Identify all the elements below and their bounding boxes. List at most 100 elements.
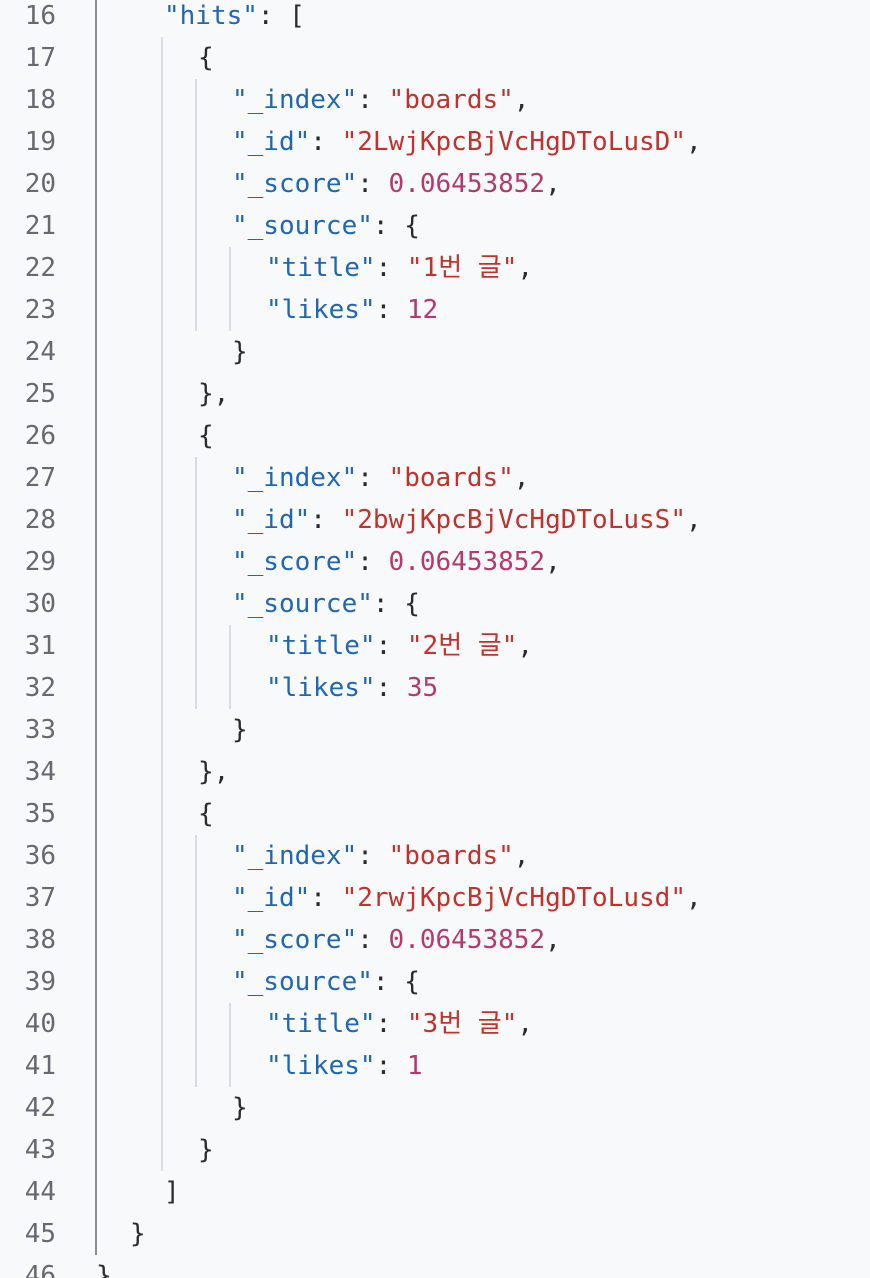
- json-punctuation: :: [357, 925, 389, 955]
- line-number: 20: [24, 169, 56, 199]
- json-punctuation: : {: [372, 967, 420, 997]
- line-number: 31: [24, 631, 56, 661]
- code-text: "_index": "boards",: [232, 835, 529, 877]
- json-string: "boards": [388, 841, 514, 871]
- line-number: 34: [24, 757, 56, 787]
- code-line: 29"_score": 0.06453852,: [0, 541, 870, 583]
- code-line: 45}: [0, 1213, 870, 1255]
- json-punctuation: ,: [545, 925, 561, 955]
- json-string: "boards": [388, 85, 514, 115]
- code-text: "hits": [: [164, 0, 305, 37]
- json-punctuation: {: [198, 43, 214, 73]
- json-string: "2번 글": [406, 631, 518, 661]
- code-text: },: [198, 373, 229, 415]
- code-line: 39"_source": {: [0, 961, 870, 1003]
- line-number: 25: [24, 379, 56, 409]
- json-punctuation: ,: [545, 169, 561, 199]
- json-punctuation: ,: [513, 463, 530, 493]
- json-punctuation: }: [96, 1261, 112, 1278]
- code-text: }: [232, 1087, 248, 1129]
- code-line: 21 "_source": {: [0, 205, 870, 247]
- code-text: "_index": "boards",: [232, 79, 529, 121]
- code-text: }: [232, 709, 248, 751]
- json-key: "_score": [232, 925, 358, 955]
- indent-guide-hits: [161, 37, 163, 1171]
- json-punctuation: {: [198, 421, 214, 451]
- json-punctuation: {: [198, 799, 214, 829]
- json-punctuation: }: [198, 1135, 214, 1165]
- code-line: 23 "likes": 12: [0, 289, 870, 331]
- json-punctuation: ,: [513, 85, 530, 115]
- line-number: 23: [24, 295, 56, 325]
- json-key: "_index": [232, 463, 358, 493]
- json-punctuation: }: [232, 337, 248, 367]
- line-number: 46: [24, 1261, 56, 1278]
- code-text: },: [198, 751, 229, 793]
- json-string: "2bwjKpcBjVcHgDToLusS": [341, 505, 686, 535]
- json-punctuation: }: [130, 1219, 146, 1249]
- code-line: 24}: [0, 331, 870, 373]
- line-number: 42: [24, 1093, 56, 1123]
- json-punctuation: }: [232, 1093, 248, 1123]
- code-text: "_source": {: [232, 961, 420, 1003]
- json-punctuation: :: [357, 463, 389, 493]
- indent-guide-source: [229, 1003, 231, 1087]
- json-key: "likes": [266, 295, 376, 325]
- code-line: 33}: [0, 709, 870, 751]
- json-key: "_index": [232, 85, 358, 115]
- json-punctuation: },: [198, 757, 230, 787]
- code-text: "_source": {: [232, 205, 420, 247]
- indent-guide-source: [229, 247, 231, 331]
- code-line: 46}: [0, 1255, 870, 1278]
- line-number: 29: [24, 547, 56, 577]
- code-line: 22 "title": "1번 글",: [0, 247, 870, 289]
- code-line: 30"_source": {: [0, 583, 870, 625]
- code-line: 18"_index": "boards",: [0, 79, 870, 121]
- json-punctuation: ,: [517, 1009, 534, 1039]
- json-punctuation: :: [375, 631, 407, 661]
- json-string: "2rwjKpcBjVcHgDToLusd": [341, 883, 686, 913]
- json-key: "_source": [232, 211, 373, 241]
- json-number: 1: [406, 1051, 423, 1081]
- json-punctuation: :: [357, 85, 389, 115]
- code-text: "_score": 0.06453852,: [232, 919, 561, 961]
- json-punctuation: :: [375, 1051, 407, 1081]
- line-number: 21: [24, 211, 56, 241]
- line-number: 43: [24, 1135, 56, 1165]
- indent-guide-object: [195, 457, 197, 709]
- json-key: "_source": [232, 967, 373, 997]
- line-number: 44: [24, 1177, 56, 1207]
- json-punctuation: :: [357, 841, 389, 871]
- line-number: 38: [24, 925, 56, 955]
- code-text: {: [198, 415, 214, 457]
- json-punctuation: :: [310, 505, 342, 535]
- code-text: "likes": 12: [266, 289, 438, 331]
- line-number: 27: [24, 463, 56, 493]
- json-punctuation: }: [232, 715, 248, 745]
- code-text: "_score": 0.06453852,: [232, 163, 561, 205]
- json-punctuation: : {: [372, 211, 420, 241]
- indent-guide-object: [195, 79, 197, 331]
- code-text: "likes": 35: [266, 667, 438, 709]
- code-line: 38 "_score": 0.06453852,: [0, 919, 870, 961]
- json-punctuation: : [: [257, 1, 305, 31]
- code-text: {: [198, 793, 214, 835]
- code-text: "_source": {: [232, 583, 420, 625]
- code-text: "title": "3번 글",: [266, 1003, 533, 1045]
- code-line: 42}: [0, 1087, 870, 1129]
- code-text: }: [198, 1129, 214, 1171]
- json-punctuation: :: [357, 169, 389, 199]
- code-text: }: [130, 1213, 146, 1255]
- line-number: 28: [24, 505, 56, 535]
- line-number: 17: [24, 43, 56, 73]
- code-line: 20 "_score": 0.06453852,: [0, 163, 870, 205]
- line-number: 22: [24, 253, 56, 283]
- code-text: "title": "1번 글",: [266, 247, 533, 289]
- json-key: "_id": [232, 505, 311, 535]
- line-number: 16: [24, 1, 56, 31]
- code-line: 17 {: [0, 37, 870, 79]
- json-punctuation: ,: [685, 883, 702, 913]
- line-number: 36: [24, 841, 56, 871]
- indent-guide-object: [195, 835, 197, 1087]
